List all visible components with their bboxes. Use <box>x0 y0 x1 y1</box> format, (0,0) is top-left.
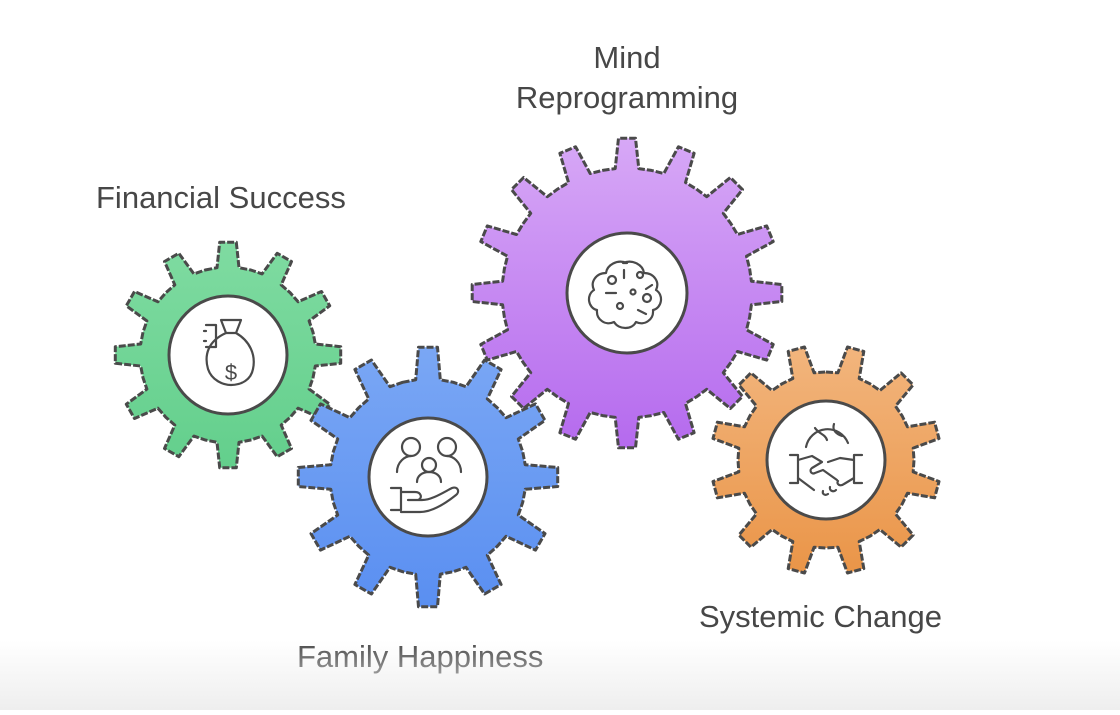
money-bag-icon: $ <box>202 318 255 387</box>
gear-systemic-hub <box>765 399 887 521</box>
family-care-icon <box>389 436 463 514</box>
gear-family-hub <box>367 416 489 538</box>
gear-mind <box>470 136 784 450</box>
label-mind-line-1: Mind <box>593 40 661 75</box>
brain-icon <box>587 260 663 330</box>
label-systemic-change: Systemic Change <box>699 599 942 634</box>
svg-text:$: $ <box>225 360 237 385</box>
label-family-happiness: Family Happiness <box>297 639 544 674</box>
gear-mind-hub <box>565 231 689 355</box>
gear-systemic <box>711 345 941 575</box>
label-mind-line-2: Reprogramming <box>515 80 739 115</box>
gear-financial: $ <box>113 240 343 470</box>
globe-handshake-icon <box>788 422 864 496</box>
label-mind-reprogramming: Mind Reprogramming <box>470 38 784 118</box>
gear-family <box>296 345 560 609</box>
gear-financial-hub <box>167 294 289 416</box>
label-financial-success: Financial Success <box>96 180 346 215</box>
